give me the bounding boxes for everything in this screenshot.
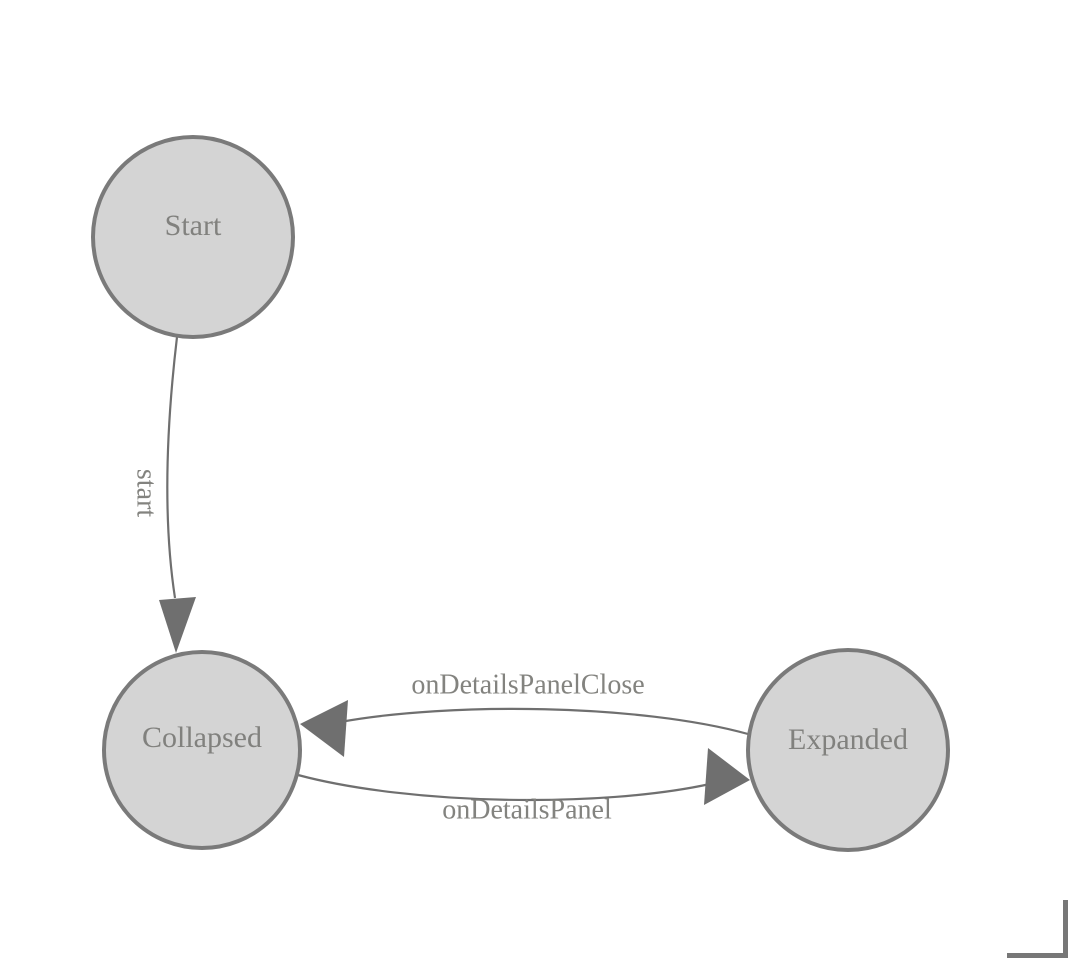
state-node-collapsed-circle [102,650,302,850]
edge-label-on-details-panel-close: onDetailsPanelClose [411,669,644,700]
arrowhead-right-icon [704,748,750,805]
arrowhead-down-icon [159,597,196,653]
resize-corner-mark[interactable] [1007,900,1068,958]
resize-corner-mark-vertical [1063,900,1068,958]
state-node-expanded[interactable]: Expanded [746,648,950,852]
edge-expanded-to-collapsed[interactable]: onDetailsPanelClose [300,669,749,757]
edge-path-start-to-collapsed [166,336,179,599]
edge-collapsed-to-expanded[interactable]: onDetailsPanel [297,748,750,825]
state-node-collapsed[interactable]: Collapsed [102,650,302,850]
state-node-expanded-label: Expanded [788,723,908,756]
edge-path-expanded-to-collapsed [339,707,749,736]
edge-label-on-details-panel: onDetailsPanel [442,794,612,825]
state-node-start-label: Start [165,209,222,242]
edge-path-collapsed-to-expanded [297,773,711,802]
state-node-start[interactable]: Start [91,135,295,339]
arrowhead-left-icon [300,700,348,757]
state-node-collapsed-label: Collapsed [142,721,262,754]
state-node-expanded-circle [746,648,950,852]
resize-corner-mark-horizontal [1007,953,1068,958]
edge-start-to-collapsed[interactable]: start [131,336,196,653]
edge-label-start: start [131,469,162,517]
state-node-start-circle [91,135,295,339]
